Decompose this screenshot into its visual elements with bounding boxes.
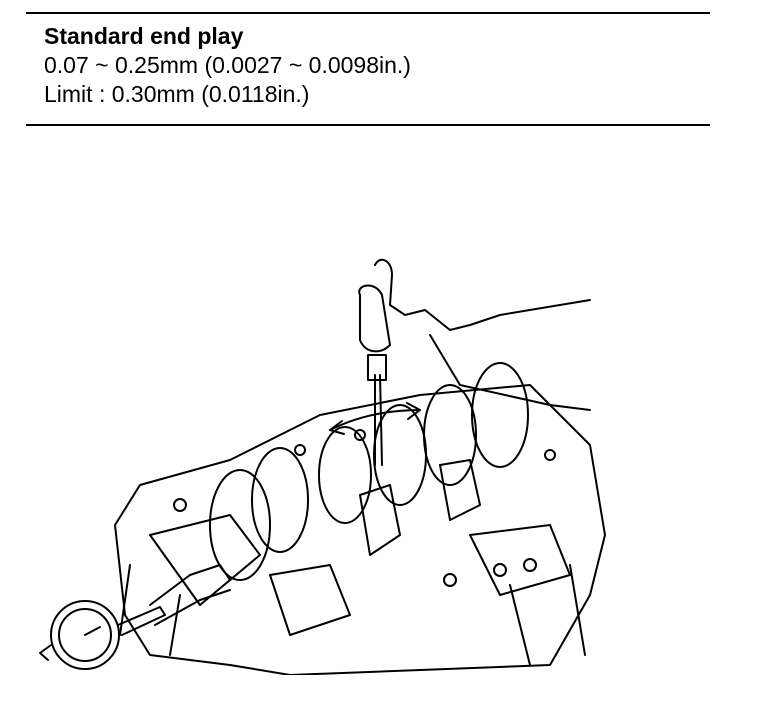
- crankshaft-end-play-illustration: [39, 258, 606, 675]
- top-rule: [26, 12, 710, 14]
- double-arrow-icon: [329, 402, 421, 435]
- limit-value: Limit : 0.30mm (0.0118in.): [44, 81, 310, 107]
- engine-block: [114, 384, 606, 675]
- standard-value: 0.07 ~ 0.25mm (0.0027 ~ 0.0098in.): [44, 52, 411, 78]
- screwdriver: [367, 354, 387, 466]
- dial-indicator: [39, 600, 166, 670]
- hand: [358, 258, 591, 411]
- spec-title: Standard end play: [44, 23, 244, 49]
- spec-block: Standard end play 0.07 ~ 0.25mm (0.0027 …: [44, 22, 411, 109]
- bottom-rule: [26, 124, 710, 126]
